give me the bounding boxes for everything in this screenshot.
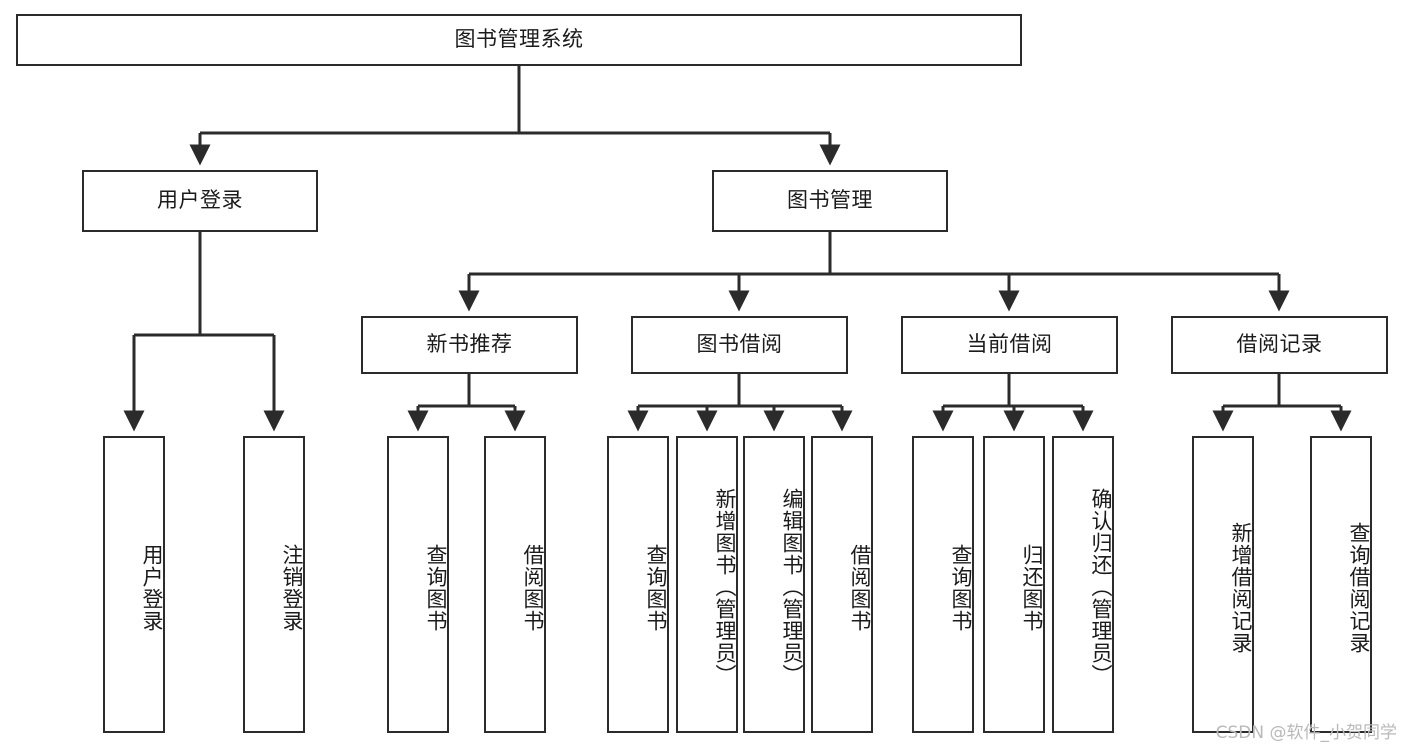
node-root[interactable]: 图书管理系统 <box>16 14 1022 66</box>
node-leaf-confirm-return-label: 确认归还（管理员） <box>1089 487 1113 686</box>
node-leaf-user-logout[interactable]: 注销登录 <box>243 436 305 733</box>
node-leaf-query-borrow-record-label: 查询借阅记录 <box>1347 521 1371 654</box>
node-current-borrow[interactable]: 当前借阅 <box>901 316 1118 374</box>
node-leaf-borrow-book[interactable]: 借阅图书 <box>811 436 873 733</box>
node-leaf-return-book-label: 归还图书 <box>1020 543 1044 632</box>
node-leaf-edit-book-label: 编辑图书（管理员） <box>780 487 804 686</box>
node-book-borrow[interactable]: 图书借阅 <box>631 316 848 374</box>
node-leaf-query-book-current-label: 查询图书 <box>949 543 973 632</box>
node-book-borrow-label: 图书借阅 <box>696 332 783 357</box>
node-user-login-label: 用户登录 <box>157 188 243 213</box>
node-new-book-recommend-label: 新书推荐 <box>426 332 513 357</box>
node-leaf-borrow-book-label: 借阅图书 <box>848 543 872 632</box>
node-leaf-confirm-return[interactable]: 确认归还（管理员） <box>1052 436 1114 733</box>
node-leaf-query-book-borrow-label: 查询图书 <box>644 543 668 632</box>
csdn-watermark: CSDN @软件_小贺同学 <box>1215 723 1397 743</box>
node-leaf-query-book-borrow[interactable]: 查询图书 <box>607 436 669 733</box>
node-leaf-query-book-rec[interactable]: 查询图书 <box>387 436 449 733</box>
node-current-borrow-label: 当前借阅 <box>966 332 1053 357</box>
node-leaf-return-book[interactable]: 归还图书 <box>983 436 1045 733</box>
node-leaf-add-book-label: 新增图书（管理员） <box>713 487 737 686</box>
node-leaf-user-login[interactable]: 用户登录 <box>103 436 165 733</box>
node-leaf-query-borrow-record[interactable]: 查询借阅记录 <box>1310 436 1372 733</box>
node-leaf-query-book-rec-label: 查询图书 <box>424 543 448 632</box>
node-leaf-borrow-book-rec-label: 借阅图书 <box>521 543 545 632</box>
node-book-management[interactable]: 图书管理 <box>712 170 948 232</box>
node-leaf-add-borrow-record[interactable]: 新增借阅记录 <box>1192 436 1254 733</box>
node-leaf-query-book-current[interactable]: 查询图书 <box>912 436 974 733</box>
node-leaf-user-logout-label: 注销登录 <box>280 543 304 632</box>
node-leaf-edit-book[interactable]: 编辑图书（管理员） <box>743 436 805 733</box>
node-root-label: 图书管理系统 <box>454 27 584 52</box>
node-book-management-label: 图书管理 <box>787 188 873 213</box>
node-new-book-recommend[interactable]: 新书推荐 <box>361 316 578 374</box>
node-leaf-user-login-label: 用户登录 <box>140 543 164 632</box>
node-leaf-borrow-book-rec[interactable]: 借阅图书 <box>484 436 546 733</box>
node-leaf-add-borrow-record-label: 新增借阅记录 <box>1229 521 1253 654</box>
node-leaf-add-book[interactable]: 新增图书（管理员） <box>676 436 738 733</box>
node-user-login[interactable]: 用户登录 <box>82 170 318 232</box>
node-borrow-records[interactable]: 借阅记录 <box>1171 316 1388 374</box>
node-borrow-records-label: 借阅记录 <box>1236 332 1323 357</box>
